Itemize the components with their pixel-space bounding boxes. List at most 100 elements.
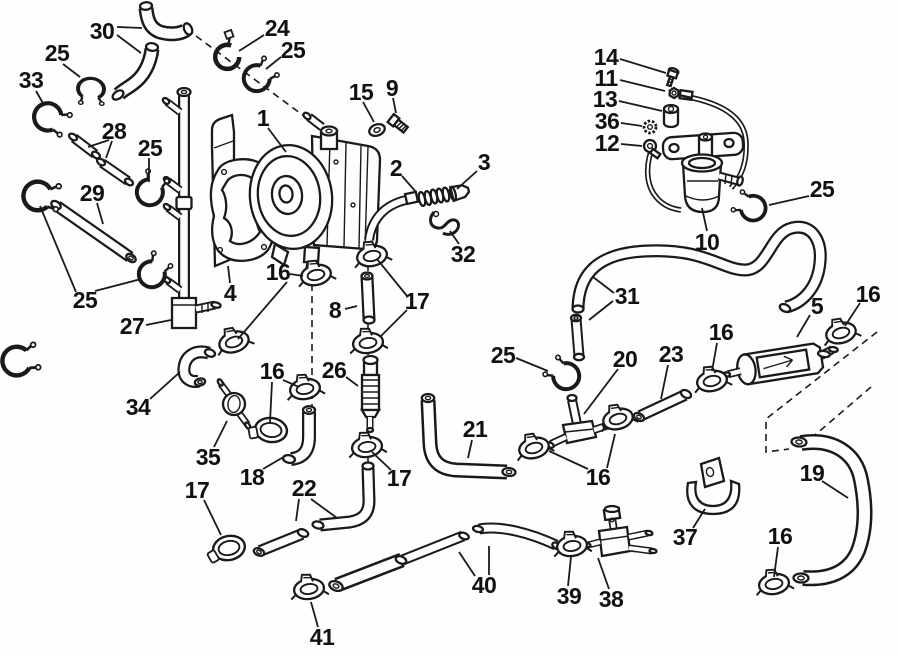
callout-leader-23 [660, 364, 669, 400]
callout-28: 28 [102, 118, 127, 144]
ring-terminal-12 [642, 138, 662, 160]
callout-leader-26 [345, 376, 359, 387]
fuel-tube-22a [252, 528, 310, 557]
callout-leader-16 [711, 342, 718, 372]
primer-valve-10 [644, 88, 749, 214]
callout-11: 11 [594, 65, 618, 91]
callout-leader-25 [94, 278, 142, 292]
callout-17: 17 [387, 465, 412, 491]
check-valve-35 [216, 378, 252, 430]
wire-clip-32 [429, 210, 461, 236]
callout-25: 25 [45, 40, 70, 66]
callout-leader-38 [597, 557, 610, 590]
callout-leader-41 [310, 601, 319, 628]
callout-17: 17 [185, 477, 210, 503]
callout-37: 37 [673, 524, 698, 550]
callout-20: 20 [613, 346, 638, 372]
clamp-bracket-37 [686, 456, 741, 516]
callout-15: 15 [349, 79, 374, 105]
callout-41: 41 [310, 624, 335, 650]
callout-25: 25 [138, 135, 163, 161]
callout-leader-25 [265, 56, 282, 70]
wire-clamp-25 [727, 185, 772, 228]
hose-clamp-16 [817, 312, 864, 349]
callout-leader-33 [35, 90, 45, 106]
hose-clamp-39 [549, 527, 594, 560]
callout-9: 9 [386, 75, 398, 101]
callout-leader-2 [401, 175, 417, 193]
elbow-hose-30a [138, 1, 194, 42]
shutoff-valve-38 [582, 504, 658, 558]
callout-leader-16 [606, 433, 616, 469]
callout-35: 35 [196, 444, 221, 470]
callout-13: 13 [593, 86, 618, 112]
callout-2: 2 [390, 155, 402, 181]
elbow-hose-22b [311, 461, 376, 532]
callout-leader-19 [821, 480, 849, 499]
hose-clamp-16 [293, 255, 338, 290]
callout-16: 16 [768, 523, 793, 549]
callout-16: 16 [856, 281, 881, 307]
screw-9 [386, 112, 410, 135]
callout-leader-18 [262, 454, 288, 470]
screw-14 [665, 67, 680, 88]
callout-33: 33 [19, 67, 44, 93]
callout-leader-16 [548, 450, 589, 470]
wire-clamp-25 [236, 52, 284, 99]
callout-leader-25 [515, 357, 549, 372]
callout-32: 32 [451, 241, 476, 267]
elbow-hose-18 [281, 405, 317, 466]
callout-18: 18 [240, 464, 265, 490]
fuel-tube-28 [67, 132, 135, 187]
callout-leader-10 [701, 207, 708, 232]
callout-22: 22 [292, 475, 317, 501]
callout-leader-35 [213, 420, 228, 448]
callout-12: 12 [595, 130, 620, 156]
callout-leader-22 [295, 498, 300, 522]
callout-27: 27 [120, 313, 145, 339]
hose-clamp-41 [286, 570, 331, 603]
callout-leader-16 [773, 546, 779, 578]
nipple-tube-31 [569, 313, 586, 362]
callout-leader-15 [362, 101, 375, 123]
elbow-hose-34 [177, 345, 217, 388]
callout-leader-28 [87, 139, 110, 148]
callout-34: 34 [126, 394, 151, 420]
callout-leader-25 [39, 205, 77, 293]
callout-24: 24 [265, 15, 290, 41]
callout-leader-25 [768, 195, 810, 206]
hose-clamp-17 [345, 324, 390, 357]
hose-clamp-16 [282, 369, 327, 404]
callout-leader-16 [844, 302, 861, 327]
callout-3: 3 [478, 149, 490, 175]
callout-31: 31 [615, 283, 640, 309]
hose-clamp-16 [689, 361, 734, 396]
callout-leader-39 [567, 556, 572, 587]
callout-38: 38 [599, 586, 624, 612]
band-clamp-16 [245, 413, 290, 446]
callout-23: 23 [659, 341, 684, 367]
callout-leader-21 [467, 439, 473, 459]
callout-25: 25 [73, 287, 98, 313]
callout-39: 39 [557, 583, 582, 609]
hose-clamp-16 [510, 427, 557, 464]
callout-leader-28 [105, 140, 113, 159]
callout-1: 1 [257, 105, 270, 131]
fuel-tube-23 [632, 388, 693, 423]
callout-leader-27 [145, 319, 172, 326]
callout-25: 25 [491, 342, 516, 368]
callout-leader-13 [618, 100, 663, 112]
callout-leader-17 [371, 451, 392, 471]
callout-16: 16 [586, 464, 611, 490]
callout-16: 16 [266, 259, 291, 285]
callout-leader-31 [592, 276, 615, 294]
callout-leader-17 [376, 258, 408, 297]
wire-clamp-25 [0, 342, 41, 378]
callout-leader-37 [692, 508, 706, 529]
inline-filter-26 [360, 354, 381, 434]
callout-leader-12 [620, 143, 643, 147]
band-clamp-17 [203, 531, 249, 566]
callout-14: 14 [594, 44, 619, 70]
